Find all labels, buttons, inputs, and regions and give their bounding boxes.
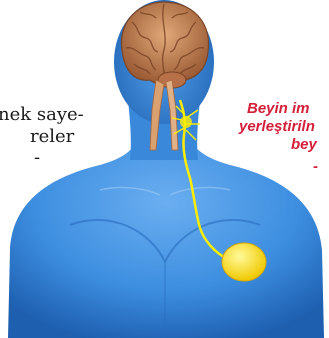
torso [8,130,324,338]
caption-line-2: yerleştiriln [239,118,315,135]
caption-line-4: - [313,158,318,175]
body-text-line-2: reler [30,126,74,147]
caption-line-1: Beyin im [247,100,310,117]
stimulator-implant [222,243,266,281]
caption-line-3: bey [291,136,317,153]
body-text-line-1: nek saye- [0,104,84,125]
body-text-line-3: - [34,147,40,168]
